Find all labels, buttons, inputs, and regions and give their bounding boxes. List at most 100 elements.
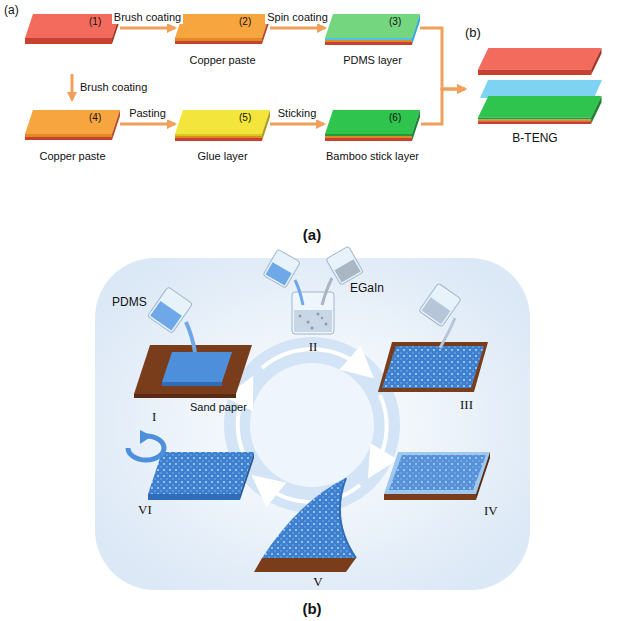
slab-3 [325, 14, 420, 45]
layer-step: (3)PDMS layer [325, 4, 420, 74]
layer-step: (4) Copper paste [25, 100, 120, 170]
stage-i [134, 287, 252, 398]
process-arrow [71, 74, 74, 100]
process-arrow [120, 27, 175, 30]
art-shape [134, 345, 252, 394]
art-shape [321, 317, 323, 319]
process-cycle [95, 258, 530, 590]
art-shape [95, 258, 530, 590]
art-shape [389, 455, 486, 490]
layer-step: (6) Bamboo stick layer [324, 100, 421, 170]
text-label: PDMS [112, 296, 147, 310]
art-shape [480, 80, 602, 98]
art-shape [162, 382, 222, 386]
art-shape [294, 310, 332, 332]
teng-stack [478, 48, 602, 124]
art-shape [292, 292, 334, 334]
step-label: Sticking [276, 107, 319, 120]
art-shape [295, 280, 303, 305]
layer-caption: Copper paste [25, 150, 120, 163]
text-label: (a) [303, 226, 321, 243]
art-shape [148, 494, 240, 500]
process-arrow [270, 27, 325, 30]
art-shape [250, 363, 374, 487]
art-shape [162, 352, 232, 382]
callout-number: (4) [89, 112, 101, 124]
step-label: Brush coating [112, 11, 183, 24]
art-shape [322, 278, 332, 305]
process-arrow [420, 28, 465, 89]
art-shape [148, 452, 254, 494]
art-shape [422, 297, 451, 324]
callout-number: (2) [239, 16, 251, 28]
art-shape [325, 323, 328, 326]
art-shape [311, 327, 314, 330]
art-shape [325, 14, 420, 45]
art-shape [476, 452, 490, 500]
art-shape [299, 313, 328, 330]
text-label: II [309, 340, 318, 355]
step-label: Brush coating [78, 81, 149, 94]
art-shape [384, 494, 476, 500]
slab-4 [25, 110, 120, 140]
process-arrow [270, 123, 324, 126]
stage-vi [128, 430, 254, 500]
text-label: (a) [4, 4, 19, 18]
slab-2 [175, 14, 270, 44]
art-shape [238, 390, 246, 455]
text-label: VI [138, 503, 152, 518]
art-shape [382, 346, 484, 388]
text-label: IV [484, 504, 498, 519]
step-label: Pasting [127, 107, 168, 120]
text-label: III [460, 398, 473, 413]
process-arrow [120, 123, 175, 126]
art-shape [150, 301, 182, 331]
art-shape [254, 558, 356, 572]
process-arrow [421, 89, 465, 124]
text-label: (b) [302, 600, 321, 617]
art-shape [307, 321, 310, 324]
art-shape [478, 48, 602, 75]
device-stack: (b) B-TENG [465, 26, 605, 152]
art-shape [175, 110, 270, 141]
art-shape [335, 259, 361, 282]
art-shape [478, 96, 602, 124]
art-shape [266, 262, 292, 285]
step-label: Spin coating [265, 11, 330, 24]
callout-number: (3) [389, 16, 401, 28]
slab-6 [325, 110, 420, 141]
art-shape [264, 485, 360, 502]
layer-step: (1) [25, 4, 120, 74]
text-label: V [313, 575, 322, 590]
art-shape [134, 394, 236, 398]
art-shape [340, 478, 356, 558]
layer-caption: Bamboo stick layer [324, 150, 421, 163]
callout-number: (1) [89, 16, 101, 28]
layer-step: (2) Copper paste [175, 4, 270, 74]
art-shape [175, 14, 270, 44]
art-shape [325, 110, 420, 141]
device-caption: B-TENG [465, 132, 605, 146]
panel-label: (b) [465, 26, 481, 41]
art-shape [25, 110, 120, 140]
slab-5 [175, 110, 270, 141]
art-shape [299, 315, 302, 318]
layer-caption: Glue layer [175, 150, 270, 163]
text-label: I [152, 410, 156, 425]
art-shape [440, 318, 455, 348]
art-shape [262, 478, 356, 558]
layer-caption: Copper paste [175, 54, 270, 67]
callout-number: (6) [389, 112, 401, 124]
art-shape [378, 342, 488, 392]
stage-v [254, 478, 356, 572]
slab-1 [25, 14, 120, 44]
stage-ii [263, 246, 364, 334]
text-label: EGaIn [350, 282, 384, 296]
layer-step: (5)Glue layer [175, 100, 270, 170]
text-label: Sand paper [190, 401, 247, 414]
art-shape [317, 313, 320, 316]
art-shape [186, 322, 195, 352]
art-shape [240, 452, 254, 500]
art-shape [140, 430, 152, 444]
